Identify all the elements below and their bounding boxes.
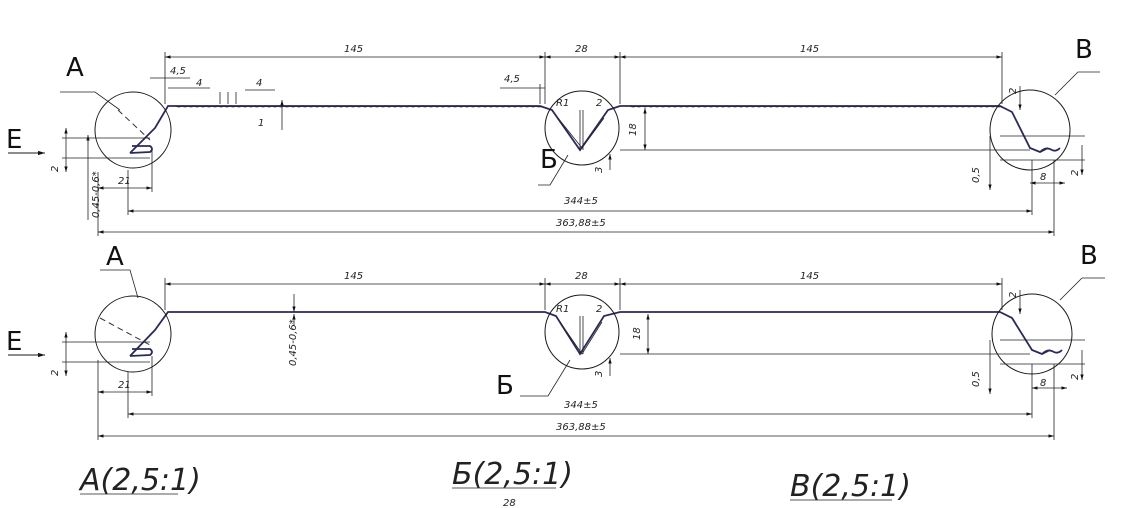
top-detail-circle-b xyxy=(544,90,620,166)
bottom-label-b: Б xyxy=(496,371,514,401)
top-dim-4-5-left: 4,5 xyxy=(170,66,186,77)
bottom-detail-circle-b xyxy=(544,294,620,370)
top-dim-2-right: 2 xyxy=(1008,88,1019,94)
top-dim-1: 1 xyxy=(258,118,264,129)
bottom-left-hook xyxy=(129,348,153,357)
detail-scale-labels: A(2,5:1) Б(2,5:1) B(2,5:1) 28 xyxy=(78,457,911,508)
top-dim-3: 3 xyxy=(594,167,605,173)
top-right-hook xyxy=(1039,147,1061,153)
top-dim-363: 363,88±5 xyxy=(556,218,606,229)
bottom-dim-2-far: 2 xyxy=(1070,374,1081,380)
bottom-profile-view: A Б B E 145 28 145 R1 2 18 3 0,45-0,6* 2… xyxy=(6,241,1105,440)
top-label-a: A xyxy=(66,53,84,83)
top-dim-145-right: 145 xyxy=(800,44,819,55)
bottom-dim-2-mid: 2 xyxy=(596,304,602,315)
top-dim-0-5: 0,5 xyxy=(971,167,982,183)
scale-label-v: B(2,5:1) xyxy=(790,469,911,504)
bottom-dim-r1: R1 xyxy=(556,304,569,315)
top-dim-145-left: 145 xyxy=(344,44,363,55)
bottom-left-hook-hidden xyxy=(99,317,151,346)
top-dim-21: 21 xyxy=(118,176,131,187)
top-dim-28: 28 xyxy=(575,44,588,55)
top-corrugation-left xyxy=(175,105,543,108)
top-dim-2-mid: 2 xyxy=(596,98,602,109)
top-mid-rib-inner xyxy=(557,117,605,149)
top-dim-8: 8 xyxy=(1040,172,1046,183)
bottom-profile-line xyxy=(129,311,1051,357)
bottom-dim-2-right: 2 xyxy=(1008,292,1019,298)
top-label-b: Б xyxy=(540,145,558,175)
top-dim-4-b: 4 xyxy=(256,78,262,89)
bottom-detail-circle-v xyxy=(991,293,1073,375)
bottom-right-hook xyxy=(1041,349,1063,355)
top-label-v: B xyxy=(1075,35,1093,65)
bottom-label-v: B xyxy=(1080,241,1098,271)
bottom-dim-8: 8 xyxy=(1040,378,1046,389)
bottom-detail-circle-a xyxy=(94,295,172,373)
top-profile-view: A Б B E 145 28 145 4,5 4 4 4,5 1 R1 2 18… xyxy=(6,35,1100,236)
bottom-label-e: E xyxy=(6,327,22,357)
bottom-dim-2-left: 2 xyxy=(50,370,61,376)
top-left-hook-hidden xyxy=(117,109,151,141)
top-corrugation-right xyxy=(629,105,1003,108)
top-detail-circle-a xyxy=(94,91,172,169)
top-dim-r1: R1 xyxy=(556,98,569,109)
bottom-dim-0-5: 0,5 xyxy=(971,371,982,387)
scale-label-a: A(2,5:1) xyxy=(78,463,201,498)
top-label-e: E xyxy=(6,125,22,155)
bottom-dim-344: 344±5 xyxy=(564,400,598,411)
bottom-dim-28: 28 xyxy=(575,271,588,282)
top-dim-2-far: 2 xyxy=(1070,170,1081,176)
top-dim-18: 18 xyxy=(628,123,639,136)
bottom-dim-21: 21 xyxy=(118,380,131,391)
bottom-dim-18: 18 xyxy=(632,327,643,340)
top-left-hook xyxy=(129,145,153,154)
top-dim-344: 344±5 xyxy=(564,196,598,207)
top-dim-thickness: 0,45-0,6* xyxy=(91,171,102,218)
bottom-dim-363: 363,88±5 xyxy=(556,422,606,433)
top-dim-2-left: 2 xyxy=(50,166,61,172)
top-dim-4-a: 4 xyxy=(196,78,202,89)
top-dim-4-5-right: 4,5 xyxy=(504,74,520,85)
top-detail-circle-v xyxy=(989,89,1071,171)
bottom-edge-dim-28: 28 xyxy=(503,498,516,508)
bottom-dim-thickness: 0,45-0,6* xyxy=(288,319,299,366)
bottom-label-a: A xyxy=(106,242,124,272)
bottom-dim-145-right: 145 xyxy=(800,271,819,282)
scale-label-b: Б(2,5:1) xyxy=(452,457,573,492)
top-profile-line xyxy=(129,105,1049,154)
bottom-dim-3: 3 xyxy=(594,371,605,377)
bottom-dim-145-left: 145 xyxy=(344,271,363,282)
